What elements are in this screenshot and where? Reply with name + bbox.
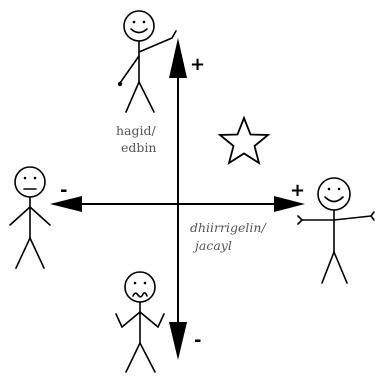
right-leg-line [333, 251, 348, 284]
sad-mouth-icon [132, 292, 148, 298]
left-leg-line [125, 342, 141, 373]
left-leg-line [15, 237, 31, 269]
horizontal-axis [50, 196, 305, 212]
right-leg-line [29, 237, 45, 269]
star-icon [217, 115, 271, 165]
raised-arm-line [138, 37, 173, 53]
right-arm-line [333, 215, 372, 221]
vertical-negative-sign: - [194, 330, 201, 351]
left-leg-line [125, 81, 140, 113]
left-arm-line [121, 311, 141, 328]
vertical-axis-label-line1: hagid/ [116, 123, 157, 138]
arrow-right-icon [274, 196, 305, 212]
right-leg-line [139, 342, 156, 373]
horizontal-axis-label-line2: jacayl [192, 238, 232, 253]
vertical-positive-sign: + [190, 54, 205, 75]
sad-shrugging-figure [115, 271, 165, 373]
right-arm-line [29, 206, 51, 226]
lowered-arm-line [119, 55, 140, 84]
smile-icon [324, 196, 344, 203]
horizontal-axis-label-line1: dhiirrigelin/ [190, 220, 267, 235]
left-leg-line [321, 251, 335, 284]
left-arm-line [9, 206, 31, 226]
right-arm-line [139, 311, 159, 328]
horizontal-positive-sign: + [290, 180, 305, 201]
vertical-axis [169, 38, 187, 360]
smile-icon [130, 28, 148, 34]
horizontal-negative-sign: - [60, 180, 67, 201]
arrow-left-icon [50, 196, 82, 212]
happy-waving-figure [117, 10, 177, 113]
right-leg-line [138, 81, 155, 113]
head-icon [317, 177, 351, 211]
head-icon [123, 10, 155, 42]
neutral-figure [9, 166, 51, 269]
happy-arms-out-figure [297, 177, 375, 284]
vertical-axis-label-line2: edbin [121, 140, 156, 155]
arrow-up-icon [169, 38, 187, 78]
arrow-down-icon [169, 322, 187, 360]
head-icon [14, 166, 46, 198]
